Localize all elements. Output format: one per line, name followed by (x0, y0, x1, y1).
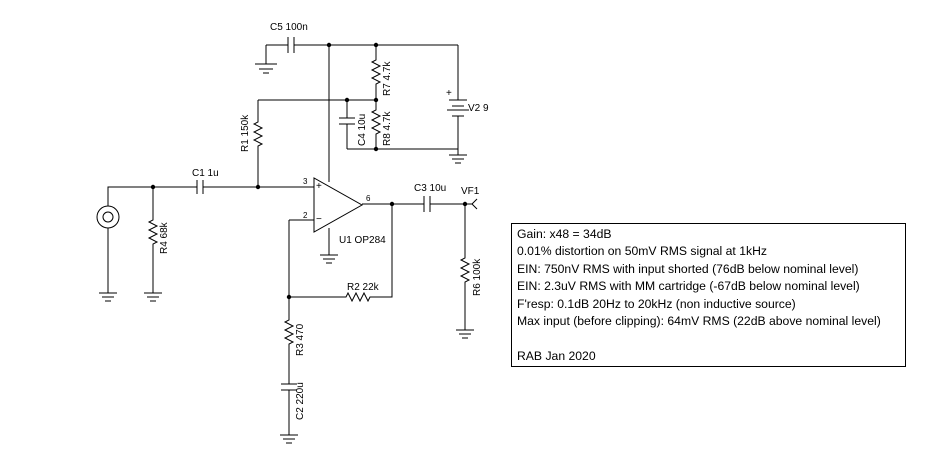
c3-label: C3 10u (414, 183, 446, 194)
battery-plus-sign: + (446, 88, 452, 99)
supply-rail (329, 44, 459, 100)
r4-resistor (144, 187, 162, 302)
r1-resistor (252, 100, 264, 187)
v2-label: V2 9 (468, 103, 489, 114)
v2-battery (447, 99, 469, 149)
note-line: EIN: 2.3uV RMS with MM cartridge (-67dB … (517, 279, 860, 294)
r3-label: R3 470 (295, 323, 306, 356)
r2-feedback (288, 204, 393, 303)
r8-label: R8 4.7k (382, 111, 393, 146)
pin-6-label: 6 (366, 194, 371, 203)
c1-label: C1 1u (192, 168, 219, 179)
opamp-plus-sign: + (316, 181, 322, 192)
r7-resistor (370, 45, 382, 100)
output-coupling (392, 196, 472, 212)
c4-label: C4 10u (357, 114, 368, 146)
r1-label: R1 150k (240, 114, 251, 152)
c5-capacitor (255, 37, 329, 74)
c4-capacitor (339, 100, 458, 150)
note-signature: RAB Jan 2020 (517, 348, 596, 363)
r2-label: R2 22k (347, 282, 380, 293)
c5-label: C5 100n (270, 22, 308, 33)
note-line: Gain: x48 = 34dB (517, 227, 612, 241)
r7-label: R7 4.7k (382, 61, 393, 96)
battery-ground-icon (449, 149, 467, 164)
note-line: Max input (before clipping): 64mV RMS (2… (517, 314, 881, 329)
output-probe-icon (471, 198, 478, 210)
vf1-label: VF1 (461, 186, 480, 197)
note-line: 0.01% distortion on 50mV RMS signal at 1… (517, 244, 767, 259)
opamp-u1 (289, 177, 392, 264)
c2-label: C2 220u (295, 382, 306, 420)
input-ground-icon (99, 228, 117, 302)
pin-3-label: 3 (303, 177, 308, 186)
note-line: F'resp: 0.1dB 20Hz to 20kHz (non inducti… (517, 296, 796, 311)
notes-box: Gain: x48 = 34dB 0.01% distortion on 50m… (511, 223, 906, 367)
r8-resistor (370, 100, 382, 149)
r3-resistor (283, 297, 295, 384)
input-wire (107, 180, 306, 206)
u1-label: U1 OP284 (339, 235, 386, 246)
note-spacer (517, 330, 905, 347)
r6-resistor (456, 204, 474, 339)
r4-label: R4 68k (159, 221, 170, 254)
input-connector-icon (96, 205, 120, 229)
opamp-minus-sign: − (316, 214, 322, 225)
r6-label: R6 100k (472, 258, 483, 296)
note-line: EIN: 750nV RMS with input shorted (76dB … (517, 261, 859, 276)
pin-2-label: 2 (303, 211, 308, 220)
c2-capacitor (280, 383, 298, 444)
